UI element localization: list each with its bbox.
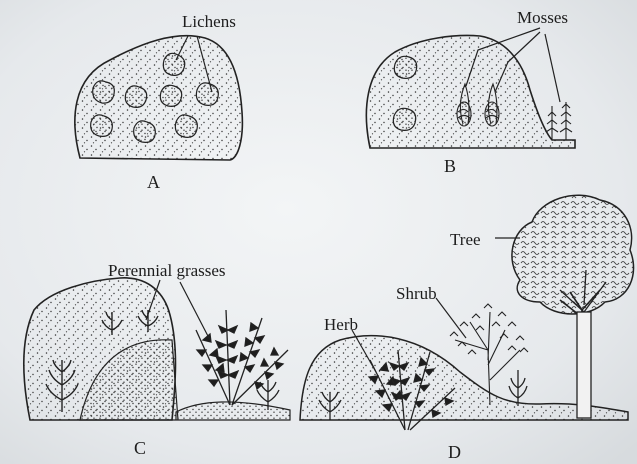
shrub-label: Shrub: [396, 284, 437, 303]
lichen-patch: [393, 108, 415, 130]
lichen-patch: [175, 115, 197, 137]
lichen-patch: [134, 121, 156, 143]
tree-label: Tree: [450, 230, 481, 249]
lichens-label: Lichens: [182, 12, 236, 31]
moss-base: [485, 102, 499, 126]
lichen-patch: [125, 86, 146, 108]
lichen-patch: [160, 85, 181, 106]
panel-b-letter: B: [444, 156, 456, 176]
lichen-patch: [163, 53, 184, 75]
mosses-label: Mosses: [517, 8, 568, 27]
moss-base: [457, 102, 471, 126]
perennial-grasses-label: Perennial grasses: [108, 261, 226, 280]
lichen-patch: [394, 56, 416, 78]
tree-trunk-body: [577, 312, 591, 418]
panel-c-letter: C: [134, 438, 146, 458]
lichen-patch: [91, 115, 113, 137]
lichen-patch: [93, 81, 115, 103]
panel-a-letter: A: [147, 172, 160, 192]
panel-d-letter: D: [448, 442, 461, 462]
lichen-patch: [196, 83, 218, 105]
herb-label: Herb: [324, 315, 358, 334]
